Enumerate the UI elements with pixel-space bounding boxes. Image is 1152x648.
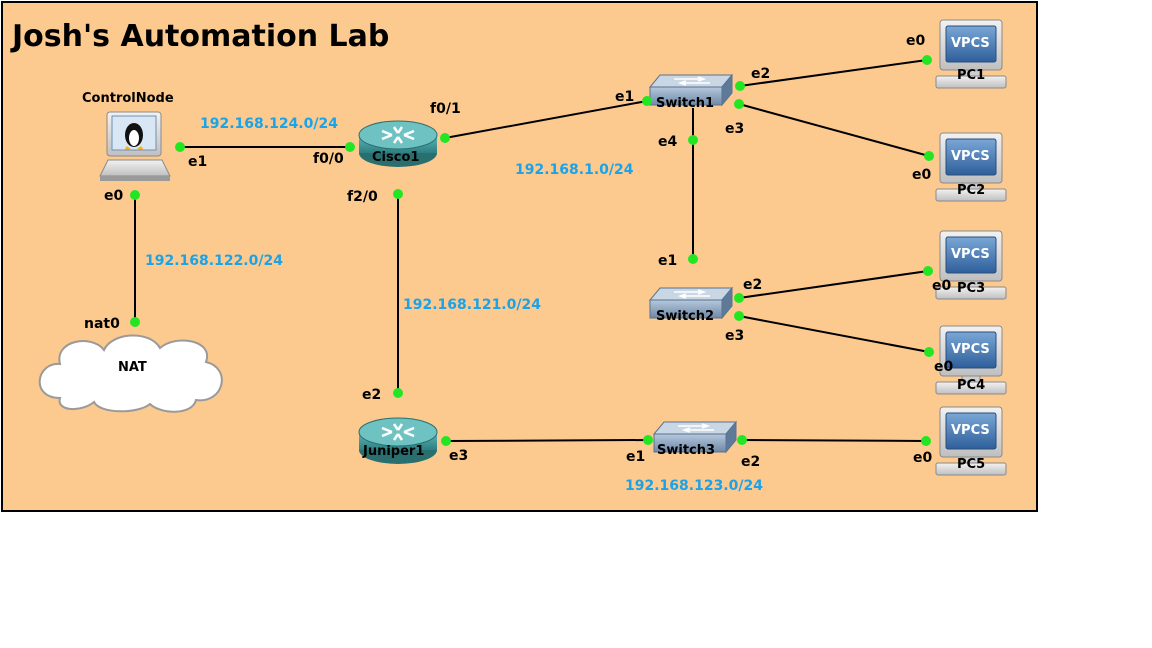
port-dot-sw1-e1 — [642, 96, 652, 106]
port-label-sw2-e2: e2 — [743, 277, 762, 293]
pc4-vpcs-label: VPCS — [951, 342, 990, 357]
port-label-sw2-e3: e3 — [725, 328, 744, 344]
network-label-122: 192.168.122.0/24 — [145, 253, 283, 269]
port-label-pc2-e0: e0 — [912, 167, 931, 183]
port-label-pc5-e0: e0 — [913, 450, 932, 466]
port-dot-cisco-f01 — [440, 133, 450, 143]
pc5-vpcs-label: VPCS — [951, 423, 990, 438]
port-dot-juniper-e2 — [393, 388, 403, 398]
network-label-121: 192.168.121.0/24 — [403, 297, 541, 313]
pc2-label: PC2 — [957, 183, 985, 198]
port-dot-sw2-e3 — [734, 311, 744, 321]
link-cisco-switch1 — [444, 100, 648, 139]
port-label-cisco-f20: f2/0 — [347, 189, 378, 205]
port-label-sw1-e2: e2 — [751, 66, 770, 82]
port-label-nat0: nat0 — [84, 316, 120, 332]
pc1-label: PC1 — [957, 68, 985, 83]
link-switch1-pc2 — [738, 103, 930, 157]
port-dot-sw3-e2 — [737, 435, 747, 445]
port-label-sw1-e4: e4 — [658, 134, 677, 150]
port-label-pc4-e0: e0 — [934, 359, 953, 375]
pc4-label: PC4 — [957, 378, 985, 393]
port-dot-nat0 — [130, 317, 140, 327]
port-dot-sw2-e2 — [734, 293, 744, 303]
network-label-1: 192.168.1.0/24 — [515, 162, 634, 178]
port-label-juniper-e2: e2 — [362, 387, 381, 403]
port-dot-cisco-f20 — [393, 189, 403, 199]
juniper1-label: Juniper1 — [362, 444, 424, 459]
port-label-pc3-e0: e0 — [932, 278, 951, 294]
pc2-vpcs-label: VPCS — [951, 149, 990, 164]
port-dot-cisco-f00 — [345, 142, 355, 152]
port-label-sw1-e3: e3 — [725, 121, 744, 137]
switch3-label: Switch3 — [657, 443, 715, 458]
cisco1-label: Cisco1 — [372, 150, 419, 165]
link-switch2-pc4 — [738, 315, 930, 353]
port-dot-pc5-e0 — [921, 436, 931, 446]
link-switch3-pc5 — [741, 439, 927, 442]
port-label-sw3-e2: e2 — [741, 454, 760, 470]
pc5-label: PC5 — [957, 457, 985, 472]
port-dot-pc3-e0 — [923, 266, 933, 276]
port-label-cisco-f01: f0/1 — [430, 101, 461, 117]
pc1-vpcs-label: VPCS — [951, 36, 990, 51]
port-dot-sw2-e1 — [688, 254, 698, 264]
port-dot-juniper-e3 — [441, 436, 451, 446]
nat-label: NAT — [118, 360, 147, 375]
port-label-juniper-e3: e3 — [449, 448, 468, 464]
port-label-cisco-f00: f0/0 — [313, 151, 344, 167]
topology-canvas — [1, 1, 1038, 512]
port-label-control-e1: e1 — [188, 154, 207, 170]
port-label-sw1-e1: e1 — [615, 89, 634, 105]
port-dot-sw1-e4 — [688, 135, 698, 145]
port-dot-control-e0 — [130, 190, 140, 200]
control-node-label: ControlNode — [82, 91, 174, 106]
link-switch1-pc1 — [739, 59, 928, 87]
link-switch2-pc3 — [738, 270, 929, 299]
pc3-label: PC3 — [957, 281, 985, 296]
port-dot-sw1-e2 — [735, 81, 745, 91]
pc3-vpcs-label: VPCS — [951, 247, 990, 262]
port-dot-sw3-e1 — [643, 435, 653, 445]
switch2-label: Switch2 — [656, 309, 714, 324]
port-dot-sw1-e3 — [734, 99, 744, 109]
port-dot-control-e1 — [175, 142, 185, 152]
port-dot-pc4-e0 — [924, 347, 934, 357]
port-label-pc1-e0: e0 — [906, 33, 925, 49]
port-dot-pc1-e0 — [922, 55, 932, 65]
port-label-sw3-e1: e1 — [626, 449, 645, 465]
network-label-124: 192.168.124.0/24 — [200, 116, 338, 132]
nat-cloud[interactable] — [38, 334, 223, 413]
switch1-label: Switch1 — [656, 96, 714, 111]
diagram-title: Josh's Automation Lab — [10, 19, 389, 54]
port-label-control-e0: e0 — [104, 188, 123, 204]
control-node[interactable] — [99, 111, 171, 181]
port-dot-pc2-e0 — [924, 151, 934, 161]
link-juniper-switch3 — [445, 439, 649, 442]
port-label-sw2-e1: e1 — [658, 253, 677, 269]
network-label-123: 192.168.123.0/24 — [625, 478, 763, 494]
